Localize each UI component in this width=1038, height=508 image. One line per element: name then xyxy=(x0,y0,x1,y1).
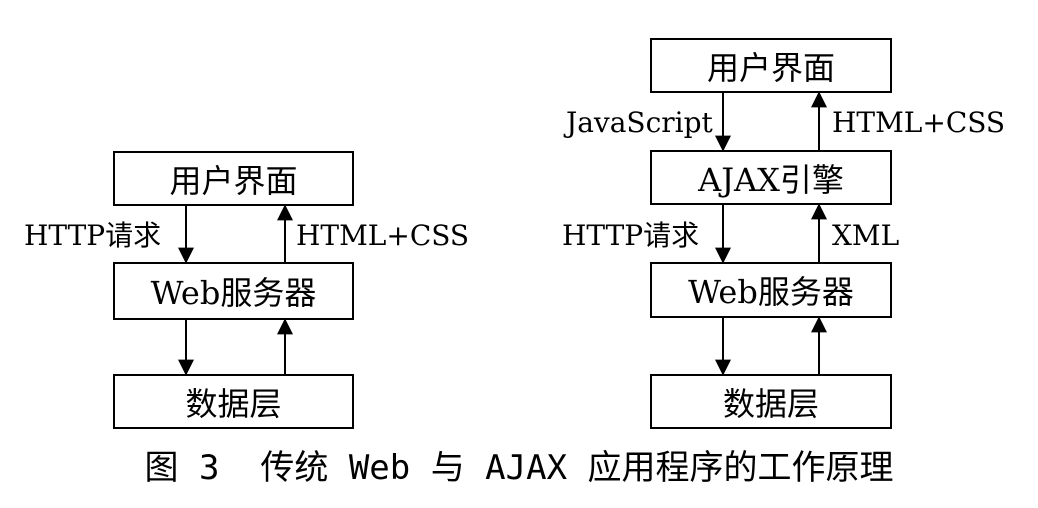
right-server-box: Web服务器 xyxy=(650,262,892,318)
right-ui-box: 用户界面 xyxy=(650,38,892,93)
right-data-box: 数据层 xyxy=(650,374,892,429)
right-request-label: HTTP请求 xyxy=(562,219,700,252)
left-request-label: HTTP请求 xyxy=(24,219,162,252)
figure-caption: 图 3 传统 Web 与 AJAX 应用程序的工作原理 xyxy=(144,448,894,488)
left-data-box: 数据层 xyxy=(113,374,354,429)
right-engine-box: AJAX引擎 xyxy=(650,150,892,205)
left-response-label: HTML+CSS xyxy=(296,219,470,252)
right-response-label: HTML+CSS xyxy=(832,106,1006,139)
left-server-box: Web服务器 xyxy=(113,262,354,320)
right-js-label: JavaScript xyxy=(566,106,713,139)
left-ui-box: 用户界面 xyxy=(113,151,354,206)
right-xml-label: XML xyxy=(832,219,900,252)
